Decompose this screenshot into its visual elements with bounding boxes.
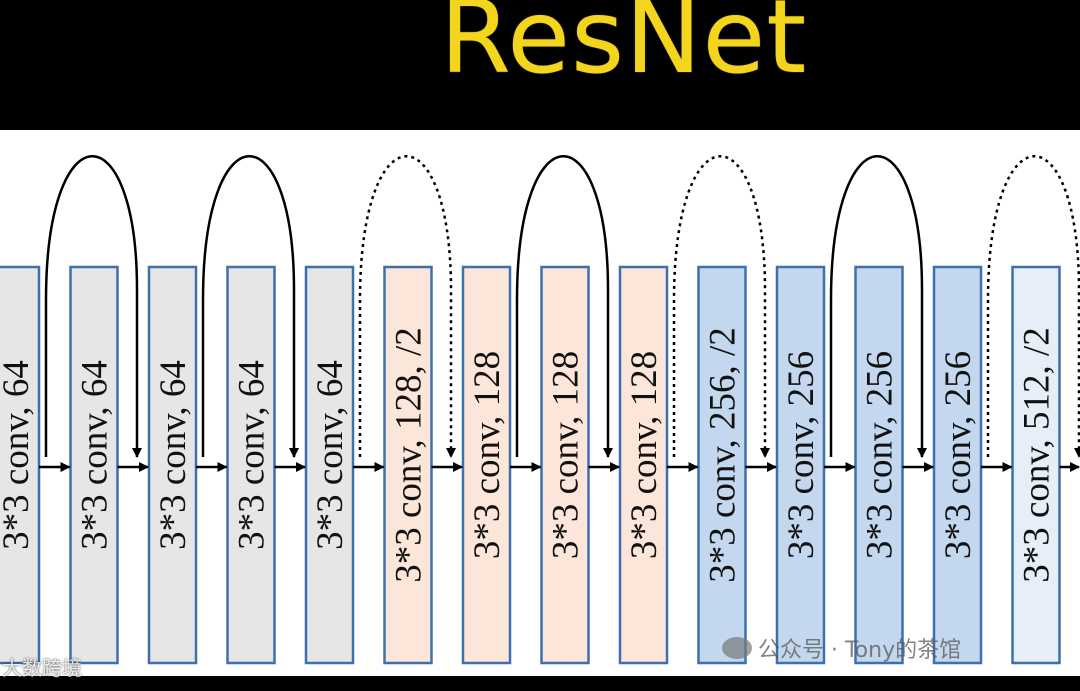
skip-connection-solid <box>201 155 299 458</box>
watermark-right-text: 公众号 · Tony的茶馆 <box>758 638 962 663</box>
bottom-strip <box>0 676 1080 691</box>
layer-box: 3*3 conv, 512, /2 <box>1011 265 1061 665</box>
layer-rect <box>147 265 198 665</box>
layer-rect <box>383 265 433 665</box>
layer-rect <box>226 265 276 665</box>
skip-connection-solid <box>829 155 927 458</box>
layer-label: 3*3 conv, 256 <box>781 351 822 559</box>
layer-box: 3*3 conv, 256 <box>932 265 983 665</box>
wechat-icon <box>722 637 752 659</box>
layer-group: 3*3 conv, 64 3*3 conv, 64 3*3 conv, 64 3*3 … <box>0 265 1061 665</box>
layer-box: 3*3 conv, 64 <box>304 265 355 665</box>
watermark-left: 大数跨境 <box>2 656 82 680</box>
layer-rect <box>1011 265 1061 665</box>
top-bar <box>0 0 1080 130</box>
layer-box: 3*3 conv, 128 <box>618 265 669 665</box>
layer-rect <box>540 265 590 665</box>
title: ResNet <box>440 0 808 97</box>
skip-connection-group <box>44 155 1080 458</box>
layer-label: 3*3 conv, 256 <box>938 351 979 559</box>
skip-connection-dotted <box>986 155 1080 458</box>
layer-box: 3*3 conv, 256 <box>775 265 826 665</box>
layer-rect <box>775 265 826 665</box>
layer-box: 3*3 conv, 128 <box>461 265 512 665</box>
skip-connection-solid <box>515 155 613 458</box>
layer-box: 3*3 conv, 256, /2 <box>697 265 747 665</box>
watermark-right: 公众号 · Tony的茶馆 <box>722 632 961 664</box>
skip-connection-solid <box>44 155 142 458</box>
layer-label: 3*3 conv, 128 <box>546 351 587 559</box>
layer-box: 3*3 conv, 64 <box>0 265 41 665</box>
layer-label: 3*3 conv, 128 <box>624 351 665 559</box>
layer-label: 3*3 conv, 64 <box>232 360 273 550</box>
layer-label: 3*3 conv, 512, /2 <box>1017 327 1058 583</box>
layer-box: 3*3 conv, 64 <box>69 265 119 665</box>
resnet-diagram: 3*3 conv, 64 3*3 conv, 64 3*3 conv, 64 3*3 … <box>0 130 1080 676</box>
layer-rect <box>932 265 983 665</box>
layer-box: 3*3 conv, 64 <box>226 265 276 665</box>
layer-box: 3*3 conv, 128, /2 <box>383 265 433 665</box>
layer-box: 3*3 conv, 64 <box>147 265 198 665</box>
layer-label: 3*3 conv, 64 <box>0 360 37 550</box>
layer-rect <box>0 265 41 665</box>
layer-box: 3*3 conv, 128 <box>540 265 590 665</box>
layer-label: 3*3 conv, 64 <box>310 360 351 550</box>
layer-rect <box>304 265 355 665</box>
layer-label: 3*3 conv, 256, /2 <box>703 327 744 583</box>
layer-label: 3*3 conv, 256 <box>860 351 901 559</box>
skip-connection-dotted <box>358 155 456 458</box>
layer-rect <box>69 265 119 665</box>
layer-rect <box>697 265 747 665</box>
layer-label: 3*3 conv, 128 <box>467 351 508 559</box>
skip-connection-dotted <box>672 155 770 458</box>
layer-label: 3*3 conv, 64 <box>75 360 116 550</box>
layer-rect <box>618 265 669 665</box>
layer-rect <box>854 265 904 665</box>
layer-label: 3*3 conv, 128, /2 <box>389 327 430 583</box>
layer-label: 3*3 conv, 64 <box>153 360 194 550</box>
layer-box: 3*3 conv, 256 <box>854 265 904 665</box>
layer-rect <box>461 265 512 665</box>
